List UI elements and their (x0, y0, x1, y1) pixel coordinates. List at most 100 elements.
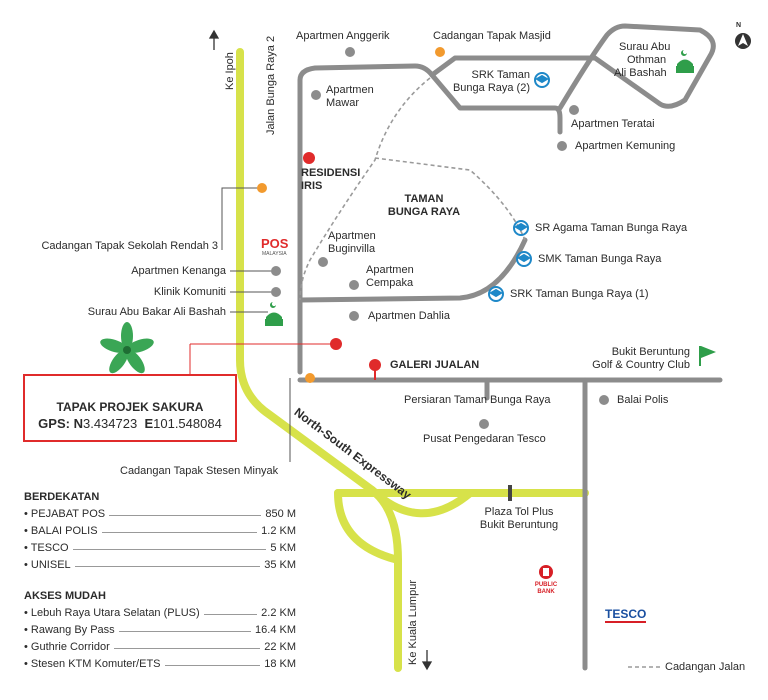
access-name: • Lebuh Raya Utara Selatan (PLUS) (24, 607, 204, 619)
pos-logo-sub: MALAYSIA (262, 251, 287, 257)
gps-lat-prefix: N (73, 416, 83, 431)
label-apartmen-buginvilla-2: Buginvilla (328, 243, 376, 255)
label-apartmen-dahlia: Apartmen Dahlia (368, 310, 450, 322)
poi-cadangan-masjid[interactable] (435, 47, 445, 57)
label-apartmen-cempaka-1: Apartmen (366, 264, 414, 276)
proposed-roads (299, 77, 660, 668)
label-apartmen-cempaka-2: Cempaka (366, 277, 414, 289)
sakura-leaf-logo (100, 322, 154, 374)
nearby-name: • BALAI POLIS (24, 525, 102, 537)
label-cadangan-masjid: Cadangan Tapak Masjid (433, 30, 551, 42)
poi-klinik-komuniti[interactable] (271, 287, 281, 297)
label-srk-2-line1: SRK Taman (471, 69, 531, 81)
poi-residensi-iris[interactable] (303, 152, 315, 164)
label-apartmen-teratai: Apartmen Teratai (571, 118, 655, 130)
label-persiaran: Persiaran Taman Bunga Raya (404, 394, 551, 406)
public-bank-label: PUBLIC BANK (526, 582, 566, 596)
label-sr-agama: SR Agama Taman Bunga Raya (535, 222, 688, 234)
access-row: • Lebuh Raya Utara Selatan (PLUS) 2.2 KM (24, 607, 296, 621)
project-gps: GPS: N3.434723 E101.548084 (25, 416, 235, 431)
label-residensi-iris-2: IRIS (301, 180, 323, 192)
gps-lon-prefix: E (144, 416, 154, 431)
label-apartmen-kemuning: Apartmen Kemuning (575, 140, 676, 152)
label-apartmen-kenanga: Apartmen Kenanga (131, 265, 226, 277)
public-bank-label-2: BANK (537, 589, 555, 595)
poi-balai-polis[interactable] (599, 395, 609, 405)
label-plaza-tol-2: Bukit Beruntung (479, 519, 559, 531)
access-name: • Guthrie Corridor (24, 641, 114, 653)
poi-apartmen-anggerik[interactable] (345, 47, 355, 57)
poi-galeri-jualan[interactable] (369, 359, 381, 371)
nearby-heading: BERDEKATAN (24, 491, 100, 503)
public-bank-logo (539, 565, 553, 579)
nearby-name: • UNISEL (24, 559, 75, 571)
poi-cadangan-sekolah[interactable] (257, 183, 267, 193)
poi-apartmen-kenanga[interactable] (271, 266, 281, 276)
road-label-ke-ipoh: Ke Ipoh (224, 52, 236, 90)
gps-lon: 101.548084 (153, 416, 222, 431)
access-row: • Stesen KTM Komuter/ETS 18 KM (24, 658, 296, 672)
school-icon-srk-2 (534, 72, 550, 88)
poi-tapak-projek-sakura[interactable] (330, 338, 342, 350)
label-golf-2: Golf & Country Club (592, 359, 690, 371)
label-galeri-jualan: GALERI JUALAN (390, 359, 480, 371)
label-apartmen-mawar-2: Mawar (326, 97, 360, 109)
label-pusat-tesco: Pusat Pengedaran Tesco (423, 433, 546, 445)
gps-label: GPS: (38, 416, 70, 431)
label-cadangan-stesen: Cadangan Tapak Stesen Minyak (120, 465, 279, 477)
poi-cadangan-stesen[interactable] (305, 373, 315, 383)
nearby-row: • PEJABAT POS 850 M (24, 508, 296, 522)
label-taman-bunga-raya-2: BUNGA RAYA (387, 206, 461, 218)
leader-lines (189, 187, 376, 462)
mosque-icon-surau-abu-bakar (265, 302, 283, 326)
school-icon-sr-agama (513, 220, 529, 236)
poi-apartmen-kemuning[interactable] (557, 141, 567, 151)
nearby-name: • TESCO (24, 542, 73, 554)
label-golf-1: Bukit Beruntung (611, 346, 690, 358)
access-value: 2.2 KM (257, 607, 296, 619)
nearby-name: • PEJABAT POS (24, 508, 110, 520)
label-srk-1: SRK Taman Bunga Raya (1) (510, 288, 649, 300)
expressway-path (236, 48, 589, 672)
poi-apartmen-teratai[interactable] (569, 105, 579, 115)
project-info-box[interactable]: TAPAK PROJEK SAKURA GPS: N3.434723 E101.… (23, 374, 237, 442)
gps-lat: 3.434723 (82, 416, 138, 431)
label-apartmen-anggerik: Apartmen Anggerik (296, 30, 390, 42)
poi-apartmen-dahlia[interactable] (349, 311, 359, 321)
tesco-logo: TESCO (605, 607, 647, 623)
label-surau-othman-3: Ali Bashah (614, 67, 667, 79)
label-residensi-iris-1: RESIDENSI (301, 167, 361, 179)
nearby-value: 35 KM (260, 559, 296, 571)
poi-pusat-tesco[interactable] (479, 419, 489, 429)
nearby-row: • UNISEL 35 KM (24, 559, 296, 573)
access-value: 18 KM (260, 658, 296, 670)
label-cadangan-jalan: Cadangan Jalan (665, 661, 746, 673)
label-klinik-komuniti: Klinik Komuniti (153, 286, 226, 298)
nearby-value: 850 M (261, 508, 296, 520)
pos-logo: POS (261, 236, 289, 251)
direction-arrows (208, 29, 433, 671)
school-icon-smk (516, 251, 532, 267)
label-smk-taman: SMK Taman Bunga Raya (538, 253, 662, 265)
toll-gate-marker (508, 485, 512, 501)
poi-apartmen-mawar[interactable] (311, 90, 321, 100)
label-cadangan-sekolah: Cadangan Tapak Sekolah Rendah 3 (41, 240, 218, 252)
compass-icon (735, 33, 751, 49)
access-heading: AKSES MUDAH (24, 590, 106, 602)
poi-apartmen-cempaka[interactable] (349, 280, 359, 290)
poi-apartmen-buginvilla[interactable] (318, 257, 328, 267)
mosque-icon-surau-othman (676, 50, 694, 73)
label-balai-polis: Balai Polis (617, 394, 669, 406)
access-name: • Rawang By Pass (24, 624, 119, 636)
label-taman-bunga-raya-1: TAMAN (404, 193, 444, 205)
access-name: • Stesen KTM Komuter/ETS (24, 658, 165, 670)
label-surau-othman-2: Othman (627, 54, 667, 66)
public-bank-label-1: PUBLIC (534, 582, 558, 588)
golf-flag-icon (699, 346, 716, 366)
